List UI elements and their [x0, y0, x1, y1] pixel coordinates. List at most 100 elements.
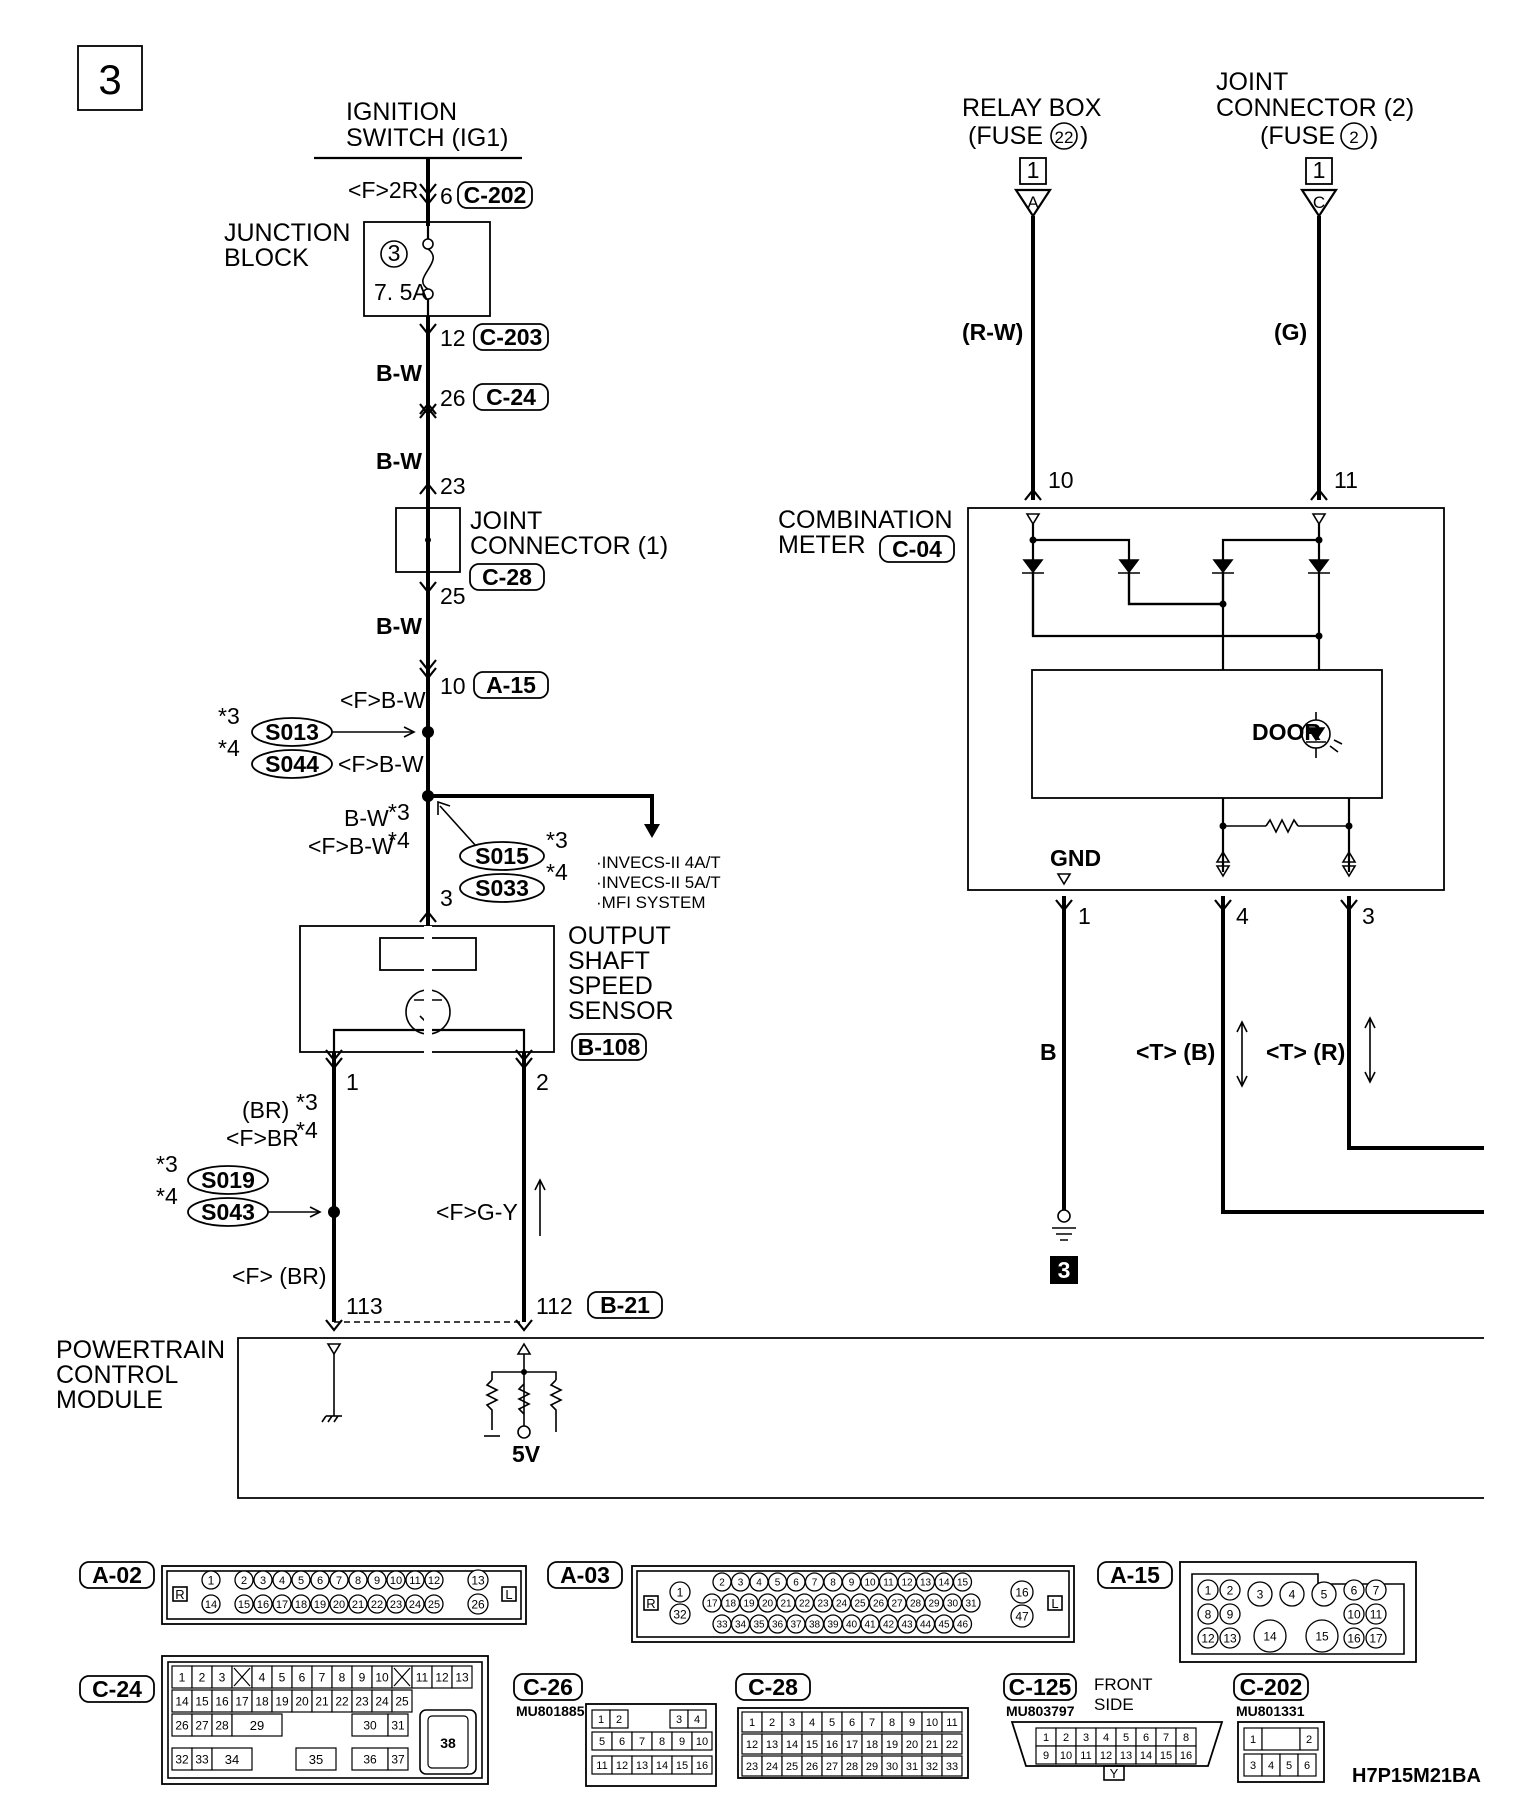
- pin-number: 9: [359, 1670, 366, 1684]
- pin-number: 31: [906, 1761, 918, 1773]
- pin-number: 29: [866, 1761, 878, 1773]
- pin-circle: [424, 1570, 444, 1590]
- pin-circle: [1219, 1579, 1241, 1601]
- pin-number: 15: [1315, 1629, 1329, 1643]
- wire-color-fbr-2: <F> (BR): [232, 1263, 327, 1289]
- pin-number: 8: [830, 1578, 836, 1589]
- pin-number: 1: [749, 1717, 755, 1729]
- pin-number: 23: [390, 1599, 402, 1611]
- pin-circle: [386, 1570, 406, 1590]
- pin-number: 4: [1289, 1587, 1296, 1601]
- pin-circle: [367, 1594, 387, 1614]
- svg-text:38: 38: [440, 1735, 456, 1751]
- splice-s019: S019: [201, 1167, 255, 1193]
- pin-number: 8: [1205, 1607, 1212, 1621]
- pin-cell: [691, 1755, 713, 1775]
- pin-number: 25: [428, 1599, 440, 1611]
- joint-fuse-number: 2: [1349, 128, 1358, 147]
- pin-10: 10: [440, 673, 466, 699]
- pin-number: 33: [946, 1761, 958, 1773]
- pin-number: 12: [1201, 1631, 1215, 1645]
- wire-tr: [1347, 896, 1484, 1150]
- joint-conn-2-num: 1: [1313, 157, 1326, 183]
- pcm-label-2: CONTROL: [56, 1361, 178, 1389]
- pin-circle: [1343, 1579, 1365, 1601]
- pin-number: 4: [1268, 1760, 1274, 1772]
- pin-circle: [424, 1594, 444, 1614]
- pin-circle: [367, 1570, 387, 1590]
- pin-circle: [1365, 1627, 1387, 1649]
- conn-face-c26: C-26: [523, 1674, 573, 1700]
- splice-s013: S013: [265, 719, 319, 745]
- pin-number: 14: [175, 1694, 189, 1708]
- relay-fuse-number: 22: [1055, 128, 1074, 147]
- c125-front: FRONT: [1094, 1675, 1153, 1694]
- pin-number: 5: [1321, 1587, 1328, 1601]
- relay-terminal: A: [1027, 193, 1039, 212]
- pin-number: 2: [199, 1670, 206, 1684]
- pin-number: 1: [677, 1585, 684, 1599]
- pin-circle: [952, 1614, 973, 1634]
- pin-circle: [1279, 1581, 1305, 1607]
- pin-number: 6: [849, 1717, 855, 1729]
- pin-number: 27: [826, 1761, 838, 1773]
- pin-circle: [1247, 1581, 1273, 1607]
- pin-number: 43: [901, 1620, 913, 1631]
- meter-pin-1: 1: [1078, 903, 1091, 929]
- page-number-box: 3: [77, 45, 143, 111]
- splice-s033-ellipse: [459, 873, 545, 903]
- meter-pin-11: 11: [1334, 467, 1358, 493]
- star-4-e: *4: [156, 1183, 178, 1209]
- c125-side: SIDE: [1094, 1695, 1134, 1714]
- pin-number: 23: [817, 1599, 829, 1610]
- conn-c24: C-24: [486, 384, 536, 410]
- conn-tag-c202: [457, 181, 533, 209]
- pin-cell: [941, 1733, 963, 1755]
- pin-number: 3: [1257, 1587, 1264, 1601]
- pin-number: 36: [363, 1752, 377, 1766]
- pin-number: 17: [276, 1599, 288, 1611]
- splice-s015: S015: [475, 843, 529, 869]
- ignition-switch-label-2: SWITCH (IG1): [346, 124, 509, 152]
- pin-number: 8: [659, 1736, 665, 1748]
- pin-number: 12: [428, 1575, 440, 1587]
- pin-number: 2: [1306, 1734, 1312, 1746]
- pin-number: 42: [883, 1620, 895, 1631]
- pin-circle: [234, 1594, 254, 1614]
- svg-text:Y: Y: [1110, 1766, 1119, 1781]
- pin-number: 11: [1080, 1750, 1091, 1762]
- pin-12: 12: [440, 325, 466, 351]
- pin-number: 18: [725, 1599, 737, 1610]
- drawing-id: H7P15M21BA: [1352, 1765, 1481, 1787]
- pin-circle: [386, 1594, 406, 1614]
- pin-number: 13: [455, 1670, 469, 1684]
- pin-number: 31: [391, 1718, 405, 1732]
- pin-circle: [961, 1593, 981, 1613]
- pin-number: 33: [716, 1620, 728, 1631]
- fuse-terminal: [422, 238, 434, 250]
- system-note-2: ·INVECS-II 5A/T: [596, 873, 721, 892]
- pin-number: 25: [854, 1599, 866, 1610]
- pin-number: 26: [806, 1761, 818, 1773]
- joint-conn-2-label-2: CONNECTOR (2): [1216, 94, 1414, 122]
- pin-circle: [1343, 1627, 1365, 1649]
- page-number: 3: [98, 56, 121, 103]
- conn-face-c28: C-28: [748, 1674, 798, 1700]
- pin-circle: [201, 1570, 221, 1590]
- pin-number: 13: [471, 1573, 485, 1587]
- conn-face-c202: C-202: [1240, 1674, 1303, 1700]
- ground-symbol: [1057, 1209, 1071, 1223]
- wire-color-bw-1: B-W: [376, 360, 422, 386]
- pin-number: 3: [738, 1578, 744, 1589]
- ignition-switch-label-1: IGNITION: [346, 98, 457, 126]
- pin-number: 15: [676, 1760, 688, 1772]
- mu-c202: MU801331: [1236, 1703, 1305, 1719]
- pin-number: 47: [1015, 1609, 1029, 1623]
- pin-number: 5: [775, 1578, 781, 1589]
- pin-number: 21: [315, 1694, 329, 1708]
- pin-number: 19: [314, 1599, 326, 1611]
- pin-number: 7: [812, 1578, 818, 1589]
- pin-number: 27: [195, 1718, 209, 1732]
- pin-number: 26: [873, 1599, 885, 1610]
- pin-number: 2: [241, 1575, 247, 1587]
